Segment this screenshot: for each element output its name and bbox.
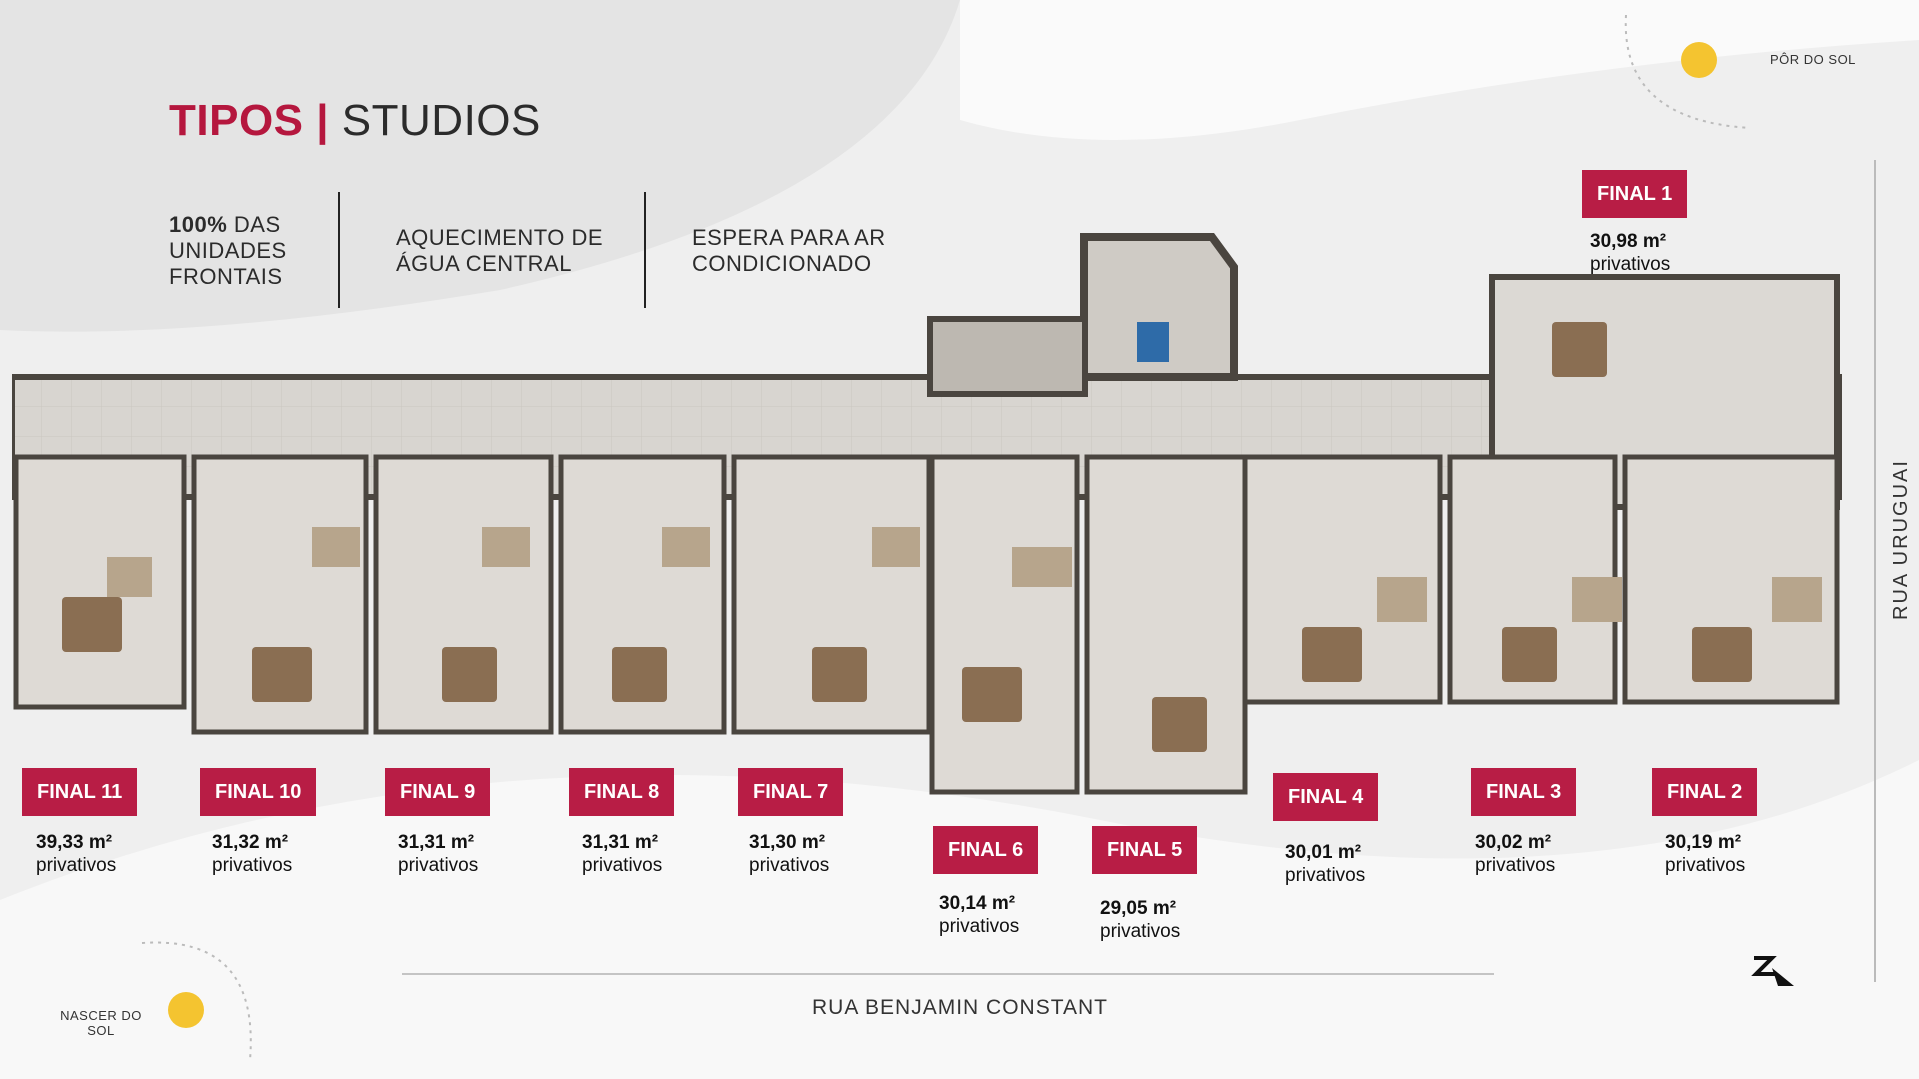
unit-final-6 — [929, 454, 1080, 795]
street-line-bottom — [402, 973, 1494, 975]
street-line-right — [1874, 160, 1876, 982]
street-right: RUA URUGUAI — [1890, 459, 1912, 620]
feature-divider — [338, 192, 340, 308]
feature-air-conditioning: ESPERA PARA AR CONDICIONADO — [692, 225, 886, 276]
unit-badge-final-4[interactable]: FINAL 4 — [1273, 773, 1379, 821]
feature-frontal: 100% DAS UNIDADES FRONTAIS — [169, 212, 319, 290]
page-title: TIPOS | STUDIOS — [169, 96, 541, 146]
sunset-arc — [1624, 14, 1751, 129]
sunrise-arc — [141, 941, 252, 1061]
feature-water-heating: AQUECIMENTO DE ÁGUA CENTRAL — [396, 225, 604, 276]
unit-badge-final-6[interactable]: FINAL 6 — [933, 826, 1039, 874]
sunrise-sun-icon — [168, 992, 204, 1028]
sunset-label: PÔR DO SOL — [1770, 52, 1856, 67]
unit-badge-final-3[interactable]: FINAL 3 — [1471, 768, 1577, 816]
sunset-sun-icon — [1681, 42, 1717, 78]
wheelchair-icon — [1137, 322, 1169, 362]
floor-plan — [12, 233, 1842, 795]
sunrise-label: NASCER DO SOL — [60, 1008, 142, 1038]
street-bottom: RUA BENJAMIN CONSTANT — [812, 996, 1108, 1019]
unit-badge-final-9[interactable]: FINAL 9 — [385, 768, 491, 816]
unit-badge-final-2[interactable]: FINAL 2 — [1652, 768, 1758, 816]
elevators — [927, 316, 1088, 397]
feature-frontal-text: DAS UNIDADES FRONTAIS — [169, 212, 287, 289]
title-accent: TIPOS | — [169, 96, 330, 145]
north-arrow-icon — [1751, 956, 1794, 986]
unit-badge-final-11[interactable]: FINAL 11 — [22, 768, 138, 816]
unit-badge-final-8[interactable]: FINAL 8 — [569, 768, 675, 816]
unit-badge-final-5[interactable]: FINAL 5 — [1092, 826, 1198, 874]
feature-divider — [644, 192, 646, 308]
feature-frontal-bold: 100% — [169, 212, 228, 237]
title-rest: STUDIOS — [329, 96, 541, 145]
unit-badge-final-1[interactable]: FINAL 1 — [1582, 170, 1688, 218]
unit-badge-final-7[interactable]: FINAL 7 — [738, 768, 844, 816]
unit-badge-final-10[interactable]: FINAL 10 — [200, 768, 317, 816]
unit-final-11 — [13, 454, 187, 710]
